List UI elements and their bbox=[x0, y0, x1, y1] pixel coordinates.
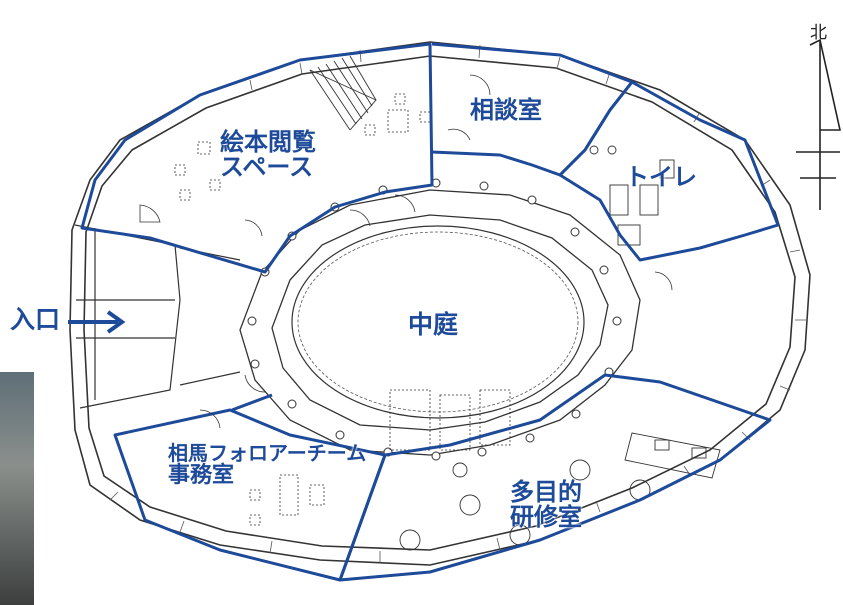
room-label-picture-book-line1: 絵本閲覧 bbox=[220, 128, 316, 156]
room-label-multipurpose: 多目的 研修室 bbox=[510, 478, 582, 532]
room-label-office-line2: 事務室 bbox=[168, 463, 235, 488]
corridor-outer bbox=[239, 189, 641, 456]
room-toilet-outline bbox=[558, 80, 780, 262]
entrance-label: 入口 bbox=[10, 305, 61, 334]
room-label-toilet: トイレ bbox=[625, 163, 697, 191]
corridor-inner bbox=[271, 214, 609, 431]
photo-fragment bbox=[0, 372, 34, 605]
entrance-hall bbox=[74, 224, 241, 409]
kitchen-counter bbox=[624, 432, 721, 479]
room-label-office-line1: 相馬フォロアーチーム bbox=[168, 441, 367, 465]
north-label: 北 bbox=[810, 23, 827, 43]
room-label-consultation: 相談室 bbox=[470, 96, 542, 124]
room-label-multipurpose-line1: 多目的 bbox=[510, 478, 582, 506]
courtyard bbox=[291, 225, 585, 419]
room-label-office: 相馬フォロアーチーム 事務室 bbox=[168, 441, 367, 488]
north-arrow-graphic bbox=[796, 38, 841, 210]
room-label-picture-book: 絵本閲覧 スペース bbox=[220, 128, 316, 182]
door-swings bbox=[139, 74, 673, 429]
room-picture-book-outline bbox=[80, 42, 434, 274]
room-label-picture-book-line2: スペース bbox=[220, 153, 314, 182]
room-label-multipurpose-line2: 研修室 bbox=[510, 503, 582, 532]
entrance-arrow-graphic bbox=[68, 310, 126, 334]
outer-wall-inner bbox=[83, 55, 796, 551]
room-office-outline bbox=[113, 408, 387, 582]
toilet-fixtures bbox=[589, 145, 675, 246]
room-multipurpose-outline bbox=[338, 373, 772, 582]
room-divider-courtyard-office bbox=[231, 393, 273, 412]
room-label-courtyard: 中庭 bbox=[408, 310, 459, 339]
stairs bbox=[309, 55, 377, 131]
